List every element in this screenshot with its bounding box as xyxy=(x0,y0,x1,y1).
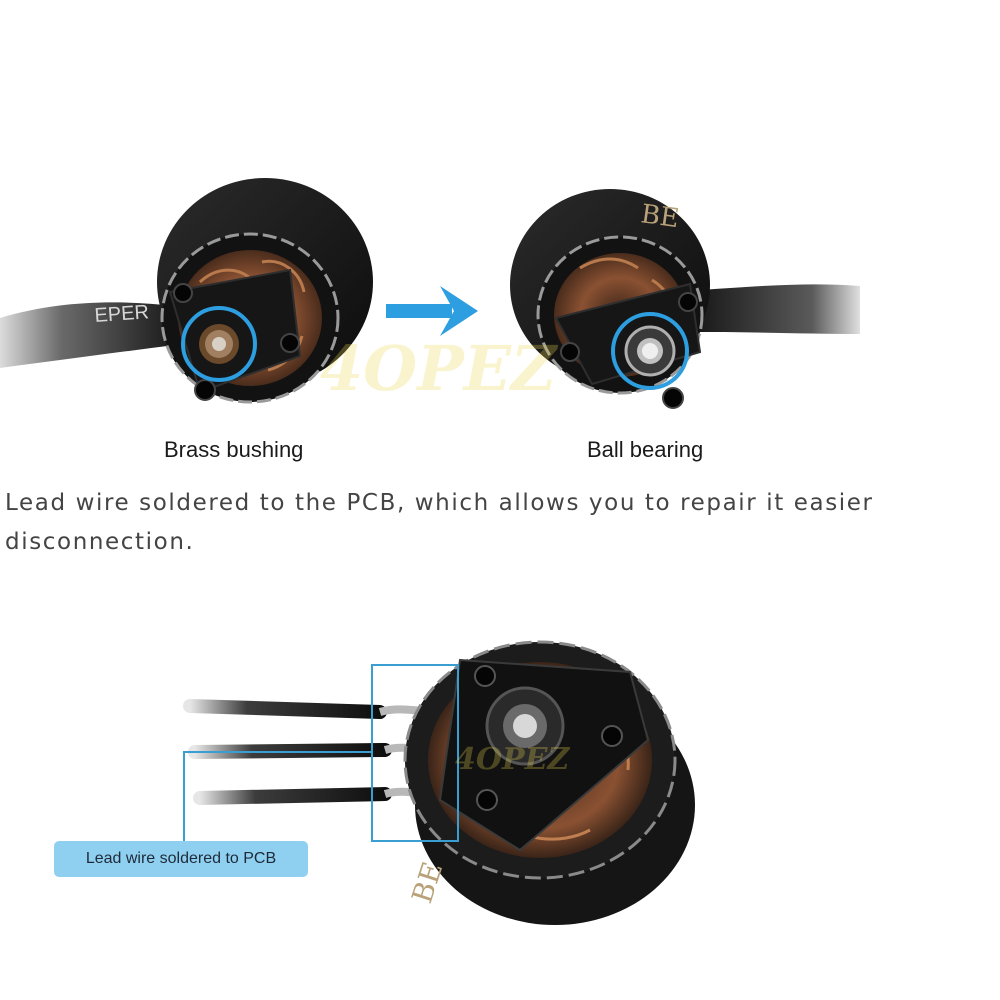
motor-lead-wire-icon: BE xyxy=(183,640,695,925)
brass-bushing-motor-icon: EPER xyxy=(0,178,373,404)
description-line-2: disconnection. xyxy=(5,529,195,555)
svg-text:BE: BE xyxy=(639,199,681,234)
ball-bearing-motor-icon: BE xyxy=(510,189,860,409)
description-line-1: Lead wire soldered to the PCB, which all… xyxy=(5,490,874,516)
svg-text:EPER: EPER xyxy=(94,301,150,327)
caption-ball-bearing: Ball bearing xyxy=(587,437,704,462)
arrow-right-icon xyxy=(386,286,478,336)
description-text: Lead wire soldered to the PCB, which all… xyxy=(5,484,1000,562)
callout-connector-line xyxy=(183,751,372,841)
caption-brass-bushing: Brass bushing xyxy=(164,437,304,462)
lead-wire-callout: Lead wire soldered to PCB xyxy=(54,841,308,877)
